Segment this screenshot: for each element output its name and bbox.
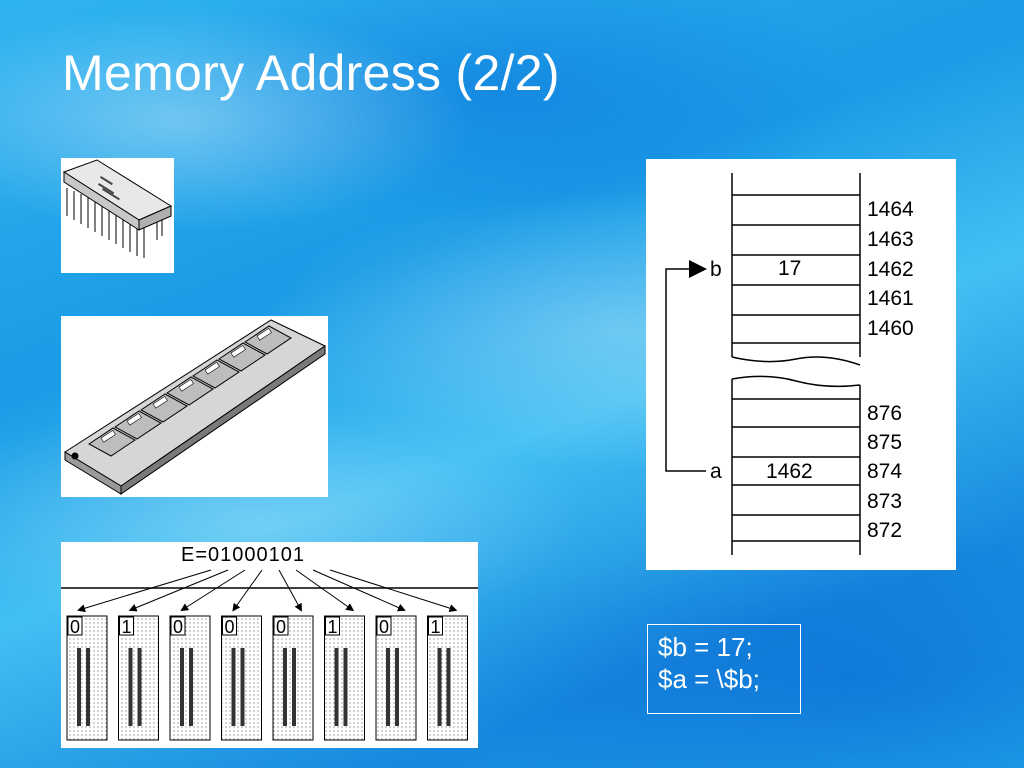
address-label: 1462 [867, 258, 914, 281]
address-label: 1463 [867, 228, 914, 251]
bit-chip: 0 [221, 615, 262, 741]
bit-arrow [180, 569, 246, 612]
code-snippet: $b = 17; $a = \$b; [647, 624, 801, 714]
bit-chip: 1 [324, 615, 365, 741]
bit-arrow [295, 569, 355, 612]
bit-arrow [128, 569, 229, 612]
address-label: 1460 [867, 317, 914, 340]
bit-chip: 1 [427, 615, 468, 741]
bit-chip: 0 [66, 615, 108, 741]
address-label: 874 [867, 460, 902, 483]
variable-b-value: 17 [778, 257, 801, 280]
bit-chip: 0 [169, 615, 211, 741]
address-label: 876 [867, 402, 902, 425]
memory-chip-image [61, 158, 174, 273]
code-line-1: $b = 17; [658, 632, 753, 662]
code-line-2: $a = \$b; [658, 664, 760, 694]
bit-arrow [329, 569, 458, 612]
bit-arrow [278, 569, 302, 612]
bit-chip: 1 [118, 615, 159, 741]
bit-arrow [232, 569, 263, 612]
address-label: 873 [867, 490, 902, 513]
bit-value: 0 [276, 617, 286, 637]
byte-equation: E=01000101 [181, 544, 305, 566]
address-label: 1464 [867, 198, 914, 221]
bit-value: 0 [173, 617, 183, 637]
bit-arrow [312, 569, 406, 612]
bit-value: 1 [122, 617, 132, 637]
variable-a-value: 1462 [766, 460, 813, 483]
bit-arrow [77, 569, 212, 613]
slide-title: Memory Address (2/2) [62, 45, 560, 101]
bit-value: 1 [328, 617, 338, 637]
variable-a-label: a [710, 460, 722, 483]
bit-value: 0 [70, 617, 80, 637]
bit-chips-diagram: E=01000101 0 1 0 0 0 1 0 1 [61, 542, 478, 748]
bit-value: 0 [225, 617, 235, 637]
bit-chip: 0 [375, 615, 417, 741]
bit-chip: 0 [272, 615, 314, 741]
bit-value: 1 [431, 617, 441, 637]
address-label: 1461 [867, 287, 914, 310]
bit-value: 0 [379, 617, 389, 637]
memory-layout-diagram: 1464 1463 1462 1461 1460 876 875 874 873… [646, 159, 956, 570]
address-label: 872 [867, 519, 902, 542]
memory-module-image [61, 316, 328, 497]
variable-b-label: b [710, 258, 722, 281]
address-label: 875 [867, 431, 902, 454]
